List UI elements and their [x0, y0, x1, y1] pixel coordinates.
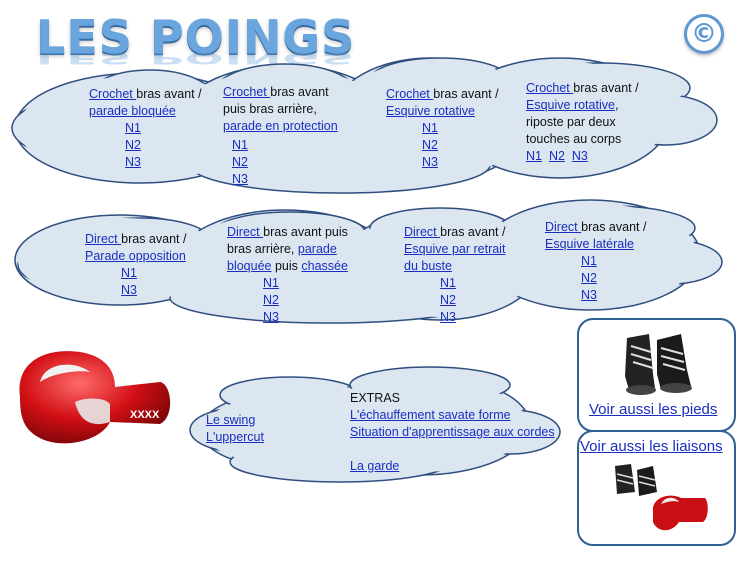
voir-pieds-link[interactable]: Voir aussi les pieds — [589, 401, 718, 418]
crochet-riposte-block: Crochet bras avant / Esquive rotative, r… — [526, 80, 651, 165]
uppercut-link[interactable]: L'uppercut — [206, 430, 264, 444]
level-n2-link[interactable]: N2 — [548, 149, 565, 163]
direct-link[interactable]: Direct — [404, 225, 441, 239]
liaisons-panel[interactable]: Voir aussi les liaisons — [577, 430, 736, 546]
boots-icon — [625, 334, 692, 395]
block-text: bras avant / — [573, 81, 639, 95]
block-text: bras avant / — [121, 232, 187, 246]
direct-esquive-retrait-block: Direct bras avant / Esquive par retrait … — [404, 224, 506, 326]
block-text: bras avant puis bras arrière, — [227, 225, 348, 256]
level-n2-link[interactable]: N2 — [440, 293, 456, 307]
block-text-2: , riposte par deux touches au corps — [526, 98, 622, 146]
extras-block: EXTRAS L'échauffement savate forme Situa… — [350, 390, 570, 475]
crochet-link[interactable]: Crochet — [223, 85, 271, 99]
feet-panel[interactable]: Voir aussi les pieds — [577, 318, 736, 432]
block-text: bras avant / — [136, 87, 202, 101]
chassee-link[interactable]: chassée — [301, 259, 348, 273]
parade-opposition-link[interactable]: Parade opposition — [85, 249, 186, 263]
level-n1-link[interactable]: N1 — [232, 138, 248, 152]
level-n1-link[interactable]: N1 — [526, 149, 542, 163]
garde-link[interactable]: La garde — [350, 459, 400, 473]
level-n3-link[interactable]: N3 — [422, 155, 438, 169]
boots-and-glove-icon — [615, 464, 708, 531]
level-n3-link[interactable]: N3 — [263, 310, 279, 324]
parade-bloquee-link[interactable]: parade bloquée — [227, 242, 337, 273]
direct-link[interactable]: Direct — [545, 220, 582, 234]
block-text: bras avant / — [440, 225, 506, 239]
esquive-laterale-link[interactable]: Esquive latérale — [545, 237, 634, 251]
extras-heading: EXTRAS — [350, 391, 401, 405]
level-n2-link[interactable]: N2 — [263, 293, 279, 307]
glove-lettering: XXXX — [130, 409, 160, 421]
level-n1-link[interactable]: N1 — [422, 121, 438, 135]
level-n3-link[interactable]: N3 — [581, 288, 597, 302]
direct-esquive-laterale-block: Direct bras avant / Esquive latérale N1 … — [545, 219, 655, 304]
direct-link[interactable]: Direct — [227, 225, 264, 239]
level-n3-link[interactable]: N3 — [440, 310, 456, 324]
level-n1-link[interactable]: N1 — [121, 266, 137, 280]
level-n1-link[interactable]: N1 — [581, 254, 597, 268]
block-text: bras avant / — [433, 87, 499, 101]
situation-cordes-link[interactable]: Situation d'apprentissage aux cordes — [350, 425, 555, 439]
level-n1-link[interactable]: N1 — [263, 276, 279, 290]
block-text: bras avant / — [581, 220, 647, 234]
direct-link[interactable]: Direct — [85, 232, 122, 246]
esquive-rotative-link[interactable]: Esquive rotative — [386, 104, 475, 118]
swing-link[interactable]: Le swing — [206, 413, 256, 427]
esquive-rotative-link[interactable]: Esquive rotative — [526, 98, 615, 112]
block-text-2: puis — [274, 259, 298, 273]
level-n2-link[interactable]: N2 — [422, 138, 438, 152]
crochet-link[interactable]: Crochet — [386, 87, 434, 101]
page-title: LES POINGS — [36, 10, 356, 64]
level-n1-link[interactable]: N1 — [125, 121, 141, 135]
level-n3-link[interactable]: N3 — [121, 283, 137, 297]
voir-liaisons-link[interactable]: Voir aussi les liaisons — [580, 438, 723, 455]
level-n2-link[interactable]: N2 — [125, 138, 141, 152]
level-n3-link[interactable]: N3 — [571, 149, 588, 163]
boxing-glove-icon: XXXX — [19, 351, 171, 444]
copyright-icon: © — [684, 14, 724, 54]
crochet-parade-protection-block: Crochet bras avant puis bras arrière, pa… — [223, 84, 348, 188]
crochet-link[interactable]: Crochet — [89, 87, 137, 101]
block-text: bras avant puis bras arrière, — [223, 85, 329, 116]
level-n1-link[interactable]: N1 — [440, 276, 456, 290]
level-n3-link[interactable]: N3 — [232, 172, 248, 186]
crochet-link[interactable]: Crochet — [526, 81, 574, 95]
echauffement-link[interactable]: L'échauffement savate forme — [350, 408, 511, 422]
parade-bloquee-link[interactable]: parade bloquée — [89, 104, 176, 118]
level-n2-link[interactable]: N2 — [232, 155, 248, 169]
direct-parade-chassee-block: Direct bras avant puis bras arrière, par… — [227, 224, 355, 326]
crochet-esquive-rotative-block: Crochet bras avant / Esquive rotative N1… — [386, 86, 511, 171]
extras-left-links: Le swing L'uppercut — [206, 412, 264, 446]
parade-protection-link[interactable]: parade en protection — [223, 119, 338, 133]
esquive-retrait-link[interactable]: Esquive par retrait du buste — [404, 242, 506, 273]
level-n3-link[interactable]: N3 — [125, 155, 141, 169]
level-n2-link[interactable]: N2 — [581, 271, 597, 285]
direct-parade-opposition-block: Direct bras avant / Parade opposition N1… — [85, 231, 205, 299]
crochet-parade-bloquee-block: Crochet bras avant / parade bloquée N1 N… — [89, 86, 214, 171]
